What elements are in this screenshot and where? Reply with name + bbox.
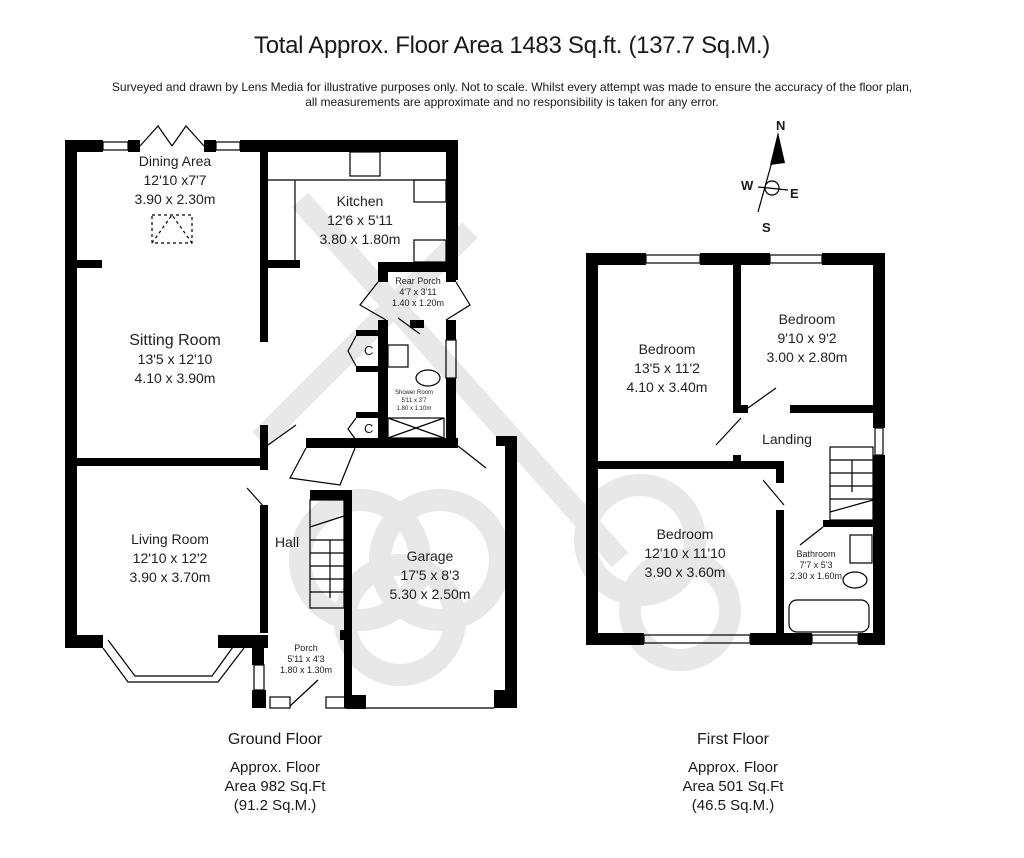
room-kitchen: Kitchen 12'6 x 5'11 3.80 x 1.80m bbox=[295, 192, 425, 249]
room-imperial: 13'5 x 11'2 bbox=[634, 360, 700, 376]
room-living-room: Living Room 12'10 x 12'2 3.90 x 3.70m bbox=[100, 530, 240, 587]
room-imperial: 4'7 x 3'11 bbox=[399, 287, 437, 297]
room-name: Garage bbox=[406, 548, 454, 564]
room-bedroom-2: Bedroom 9'10 x 9'2 3.00 x 2.80m bbox=[742, 310, 872, 367]
disclaimer: Surveyed and drawn by Lens Media for ill… bbox=[0, 80, 1024, 110]
area-line: (46.5 Sq.M.) bbox=[691, 797, 775, 814]
area-line: Area 982 Sq.Ft bbox=[224, 778, 326, 795]
compass-north-label: N bbox=[776, 118, 786, 133]
area-line: Approx. Floor bbox=[229, 759, 321, 776]
first-floor-caption: First Floor Approx. Floor Area 501 Sq.Ft… bbox=[648, 730, 818, 815]
room-shower-room: Shower Room 5'11 x 3'7 1.80 x 1.10m bbox=[386, 389, 442, 413]
room-metric: 1.80 x 1.10m bbox=[396, 406, 432, 412]
compass-west-label: W bbox=[741, 178, 754, 193]
room-porch: Porch 5'11 x 4'3 1.80 x 1.30m bbox=[268, 643, 344, 676]
cupboard-label: C bbox=[364, 421, 374, 436]
room-metric: 3.90 x 3.60m bbox=[644, 564, 726, 580]
room-metric: 3.00 x 2.80m bbox=[766, 349, 848, 365]
room-metric: 2.30 x 1.60m bbox=[789, 571, 843, 581]
room-rear-porch: Rear Porch 4'7 x 3'11 1.40 x 1.20m bbox=[380, 276, 456, 309]
room-name: Bedroom bbox=[638, 341, 696, 357]
room-name: Porch bbox=[294, 643, 318, 653]
room-bedroom-3: Bedroom 12'10 x 11'10 3.90 x 3.60m bbox=[610, 525, 760, 582]
room-metric: 3.80 x 1.80m bbox=[319, 231, 401, 247]
room-metric: 4.10 x 3.90m bbox=[134, 370, 216, 386]
ff-west-wall bbox=[586, 253, 598, 645]
ground-floor-caption: Ground Floor Approx. Floor Area 982 Sq.F… bbox=[190, 730, 360, 815]
room-metric: 3.90 x 2.30m bbox=[134, 191, 216, 207]
area-line: (91.2 Sq.M.) bbox=[233, 797, 317, 814]
room-name: Shower Room bbox=[394, 390, 433, 396]
room-metric: 1.80 x 1.30m bbox=[279, 665, 333, 675]
room-name: Dining Area bbox=[138, 153, 212, 169]
room-name: Bathroom bbox=[796, 549, 836, 559]
room-hall: Hall bbox=[270, 533, 304, 552]
room-imperial: 12'10 x7'7 bbox=[143, 172, 207, 188]
room-metric: 1.40 x 1.20m bbox=[391, 298, 445, 308]
room-imperial: 5'11 x 3'7 bbox=[401, 398, 427, 404]
disclaimer-line-1: Surveyed and drawn by Lens Media for ill… bbox=[111, 80, 913, 94]
room-bathroom: Bathroom 7'7 x 5'3 2.30 x 1.60m bbox=[786, 549, 846, 582]
room-name: Bedroom bbox=[778, 311, 836, 327]
floor-area: Approx. Floor Area 982 Sq.Ft (91.2 Sq.M.… bbox=[190, 758, 360, 815]
room-name: Bedroom bbox=[656, 526, 714, 542]
room-name: Rear Porch bbox=[395, 276, 441, 286]
room-imperial: 9'10 x 9'2 bbox=[777, 330, 837, 346]
disclaimer-line-2: all measurements are approximate and no … bbox=[305, 95, 719, 109]
room-metric: 3.90 x 3.70m bbox=[129, 569, 211, 585]
room-landing: Landing bbox=[752, 430, 822, 449]
floor-label: Ground Floor bbox=[227, 731, 323, 748]
room-imperial: 7'7 x 5'3 bbox=[799, 560, 833, 570]
total-area-title: Total Approx. Floor Area 1483 Sq.ft. (13… bbox=[254, 32, 770, 59]
room-sitting-room: Sitting Room 13'5 x 12'10 4.10 x 3.90m bbox=[100, 331, 250, 388]
room-imperial: 12'10 x 11'10 bbox=[644, 545, 726, 561]
area-line: Approx. Floor bbox=[687, 759, 779, 776]
area-line: Area 501 Sq.Ft bbox=[682, 778, 784, 795]
room-imperial: 13'5 x 12'10 bbox=[137, 351, 213, 367]
gf-west-wall bbox=[65, 140, 77, 648]
floor-area: Approx. Floor Area 501 Sq.Ft (46.5 Sq.M.… bbox=[648, 758, 818, 815]
room-garage: Garage 17'5 x 8'3 5.30 x 2.50m bbox=[360, 547, 500, 604]
room-name: Sitting Room bbox=[129, 332, 221, 349]
room-imperial: 17'5 x 8'3 bbox=[400, 567, 460, 583]
room-name: Kitchen bbox=[336, 193, 384, 209]
north-arrow-icon bbox=[770, 132, 785, 165]
room-imperial: 12'6 x 5'11 bbox=[327, 212, 393, 228]
cupboard-label: C bbox=[364, 343, 374, 358]
compass-south-label: S bbox=[762, 220, 771, 235]
room-imperial: 5'11 x 4'3 bbox=[287, 654, 325, 664]
room-name: Living Room bbox=[131, 531, 209, 547]
room-imperial: 12'10 x 12'2 bbox=[132, 550, 208, 566]
compass-east-label: E bbox=[790, 186, 799, 201]
room-dining-area: Dining Area 12'10 x7'7 3.90 x 2.30m bbox=[110, 152, 240, 209]
floor-label: First Floor bbox=[697, 731, 769, 748]
room-name: Hall bbox=[274, 534, 300, 550]
room-metric: 5.30 x 2.50m bbox=[389, 586, 471, 602]
room-name: Landing bbox=[762, 431, 812, 447]
room-bedroom-1: Bedroom 13'5 x 11'2 4.10 x 3.40m bbox=[600, 340, 734, 397]
room-metric: 4.10 x 3.40m bbox=[626, 379, 708, 395]
